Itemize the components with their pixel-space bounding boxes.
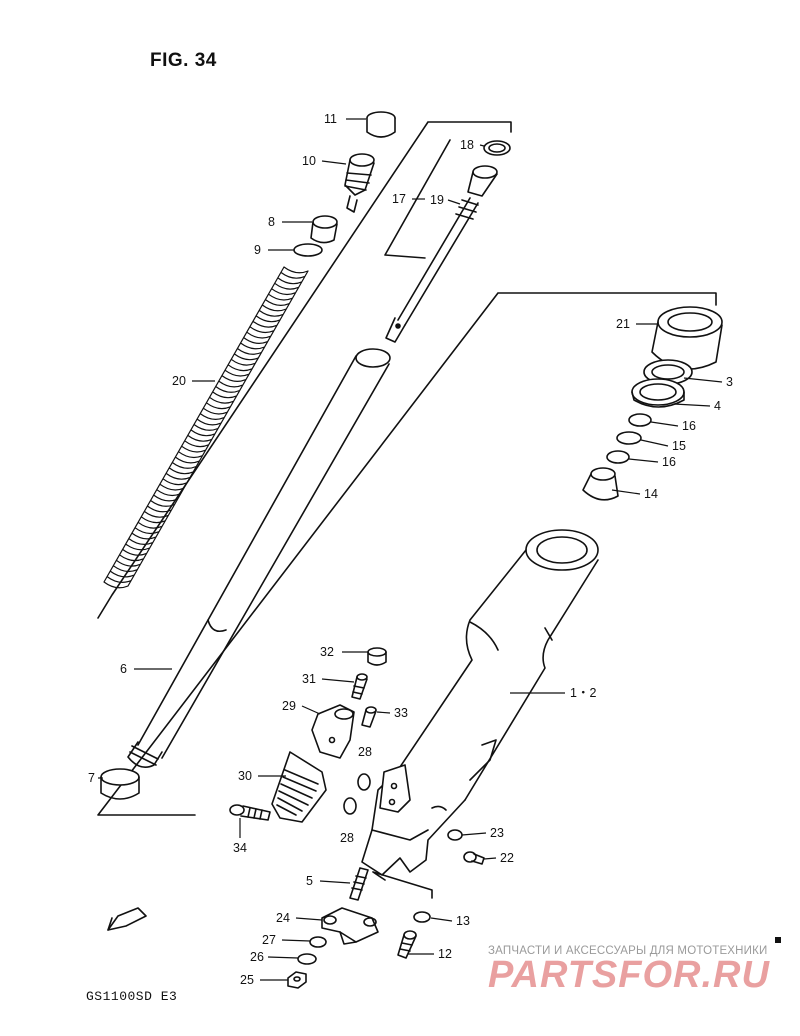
callout-label-part-27: 27 — [262, 933, 276, 947]
callout-label-part-14: 14 — [644, 487, 658, 501]
clamp-24 — [321, 907, 379, 945]
leader-line-part-22 — [483, 857, 497, 860]
leader-line-part-31 — [321, 678, 355, 683]
callout-label-part-22: 22 — [500, 851, 514, 865]
bolt-12 — [397, 930, 417, 959]
callout-label-part-33: 33 — [394, 706, 408, 720]
adjuster-bolt-10 — [344, 153, 375, 213]
callout-label-part-31: 31 — [302, 672, 316, 686]
figure-title: FIG. 34 — [150, 50, 217, 71]
leader-line-part-26 — [267, 956, 299, 959]
watermark-marker — [775, 937, 781, 943]
callout-label-part-7: 7 — [88, 771, 95, 785]
leader-line-part-13 — [430, 917, 453, 922]
callout-label-part-21: 21 — [616, 317, 630, 331]
callout-label-part-28a: 28 — [358, 745, 372, 759]
callout-label-part-5: 5 — [306, 874, 313, 888]
model-code: GS1100SD E3 — [86, 989, 178, 1004]
watermark-caption: ЗАПЧАСТИ И АКСЕССУАРЫ ДЛЯ МОТОТЕХНИКИ — [488, 945, 768, 957]
bleeder-31 — [351, 673, 368, 700]
callout-label-part-3: 3 — [726, 375, 733, 389]
fork-spring-20 — [103, 266, 309, 589]
callout-label-part-6: 6 — [120, 662, 127, 676]
screw-22 — [463, 851, 485, 865]
callout-label-part-1-2: 1・2 — [570, 686, 596, 700]
gasket-28a — [357, 773, 371, 791]
spacer-8 — [310, 215, 338, 244]
bushing-7 — [100, 768, 140, 800]
washer-23 — [447, 829, 463, 841]
callout-label-part-25: 25 — [240, 973, 254, 987]
washer-13 — [413, 911, 431, 923]
housing-29 — [311, 704, 355, 759]
leader-line-part-24 — [295, 917, 323, 921]
oil-lock-14 — [582, 467, 619, 501]
leader-line-part-3 — [683, 377, 723, 383]
dust-seal-21 — [651, 306, 723, 370]
washer-9 — [293, 243, 323, 257]
callout-label-part-23: 23 — [490, 826, 504, 840]
washer-27 — [309, 936, 327, 948]
outer-tube-1-2 — [361, 529, 599, 876]
callout-label-part-32: 32 — [320, 645, 334, 659]
retainer-4 — [631, 378, 685, 408]
callout-label-part-11: 11 — [324, 112, 337, 126]
callout-label-part-9: 9 — [254, 243, 261, 257]
cap-11 — [366, 111, 396, 138]
callout-label-part-26: 26 — [250, 950, 264, 964]
ring-16a — [628, 413, 652, 427]
leader-line-part-33 — [376, 711, 391, 714]
leader-line-part-18 — [479, 144, 485, 147]
callout-label-part-4: 4 — [714, 399, 721, 413]
bracket-spring-group — [97, 121, 512, 619]
callout-label-part-24: 24 — [276, 911, 290, 925]
ring-16b — [606, 450, 630, 464]
bracket-damper-bottom — [372, 871, 433, 899]
leader-line-part-10 — [321, 160, 347, 165]
bracket-rod-group — [384, 139, 451, 259]
watermark-logo: PARTSFOR.RU — [488, 954, 770, 996]
cover-30 — [271, 751, 327, 823]
cap-32 — [367, 647, 387, 666]
callout-label-part-20: 20 — [172, 374, 186, 388]
leader-line-part-16a — [650, 421, 679, 427]
inner-tube-6 — [127, 348, 391, 768]
bolt-34 — [229, 804, 271, 821]
nut-25 — [287, 971, 307, 989]
bolt-33 — [361, 706, 377, 728]
callout-label-part-8: 8 — [268, 215, 275, 229]
leader-line-part-23 — [461, 832, 487, 836]
washer-26 — [297, 953, 317, 965]
ring-15 — [616, 431, 642, 445]
leader-line-part-19 — [447, 199, 461, 205]
callout-label-part-15: 15 — [672, 439, 686, 453]
callout-label-part-28b: 28 — [340, 831, 354, 845]
callout-label-part-12: 12 — [438, 947, 452, 961]
callout-label-part-10: 10 — [302, 154, 316, 168]
damper-rod-17 — [385, 140, 511, 343]
leader-line-part-5 — [319, 880, 351, 884]
callout-label-part-13: 13 — [456, 914, 470, 928]
leader-line-part-4 — [673, 403, 711, 407]
callout-label-part-34: 34 — [233, 841, 247, 855]
fwd-arrow-icon — [107, 907, 147, 931]
callout-label-part-16a: 16 — [682, 419, 696, 433]
leader-line-part-14 — [611, 489, 641, 495]
stud-5 — [349, 867, 369, 901]
bracket-outer-group — [97, 292, 717, 816]
leader-line-part-27 — [281, 939, 311, 942]
callout-label-part-16b: 16 — [662, 455, 676, 469]
gasket-28b — [343, 797, 357, 815]
callout-label-part-29: 29 — [282, 699, 296, 713]
leader-line-part-16b — [628, 458, 659, 463]
callout-label-part-19: 19 — [430, 193, 444, 207]
callout-label-part-18: 18 — [460, 138, 474, 152]
leader-line-part-15 — [640, 439, 669, 447]
callout-label-part-17: 17 — [392, 192, 406, 206]
leader-line-part-29 — [301, 705, 321, 715]
callout-label-part-30: 30 — [238, 769, 252, 783]
